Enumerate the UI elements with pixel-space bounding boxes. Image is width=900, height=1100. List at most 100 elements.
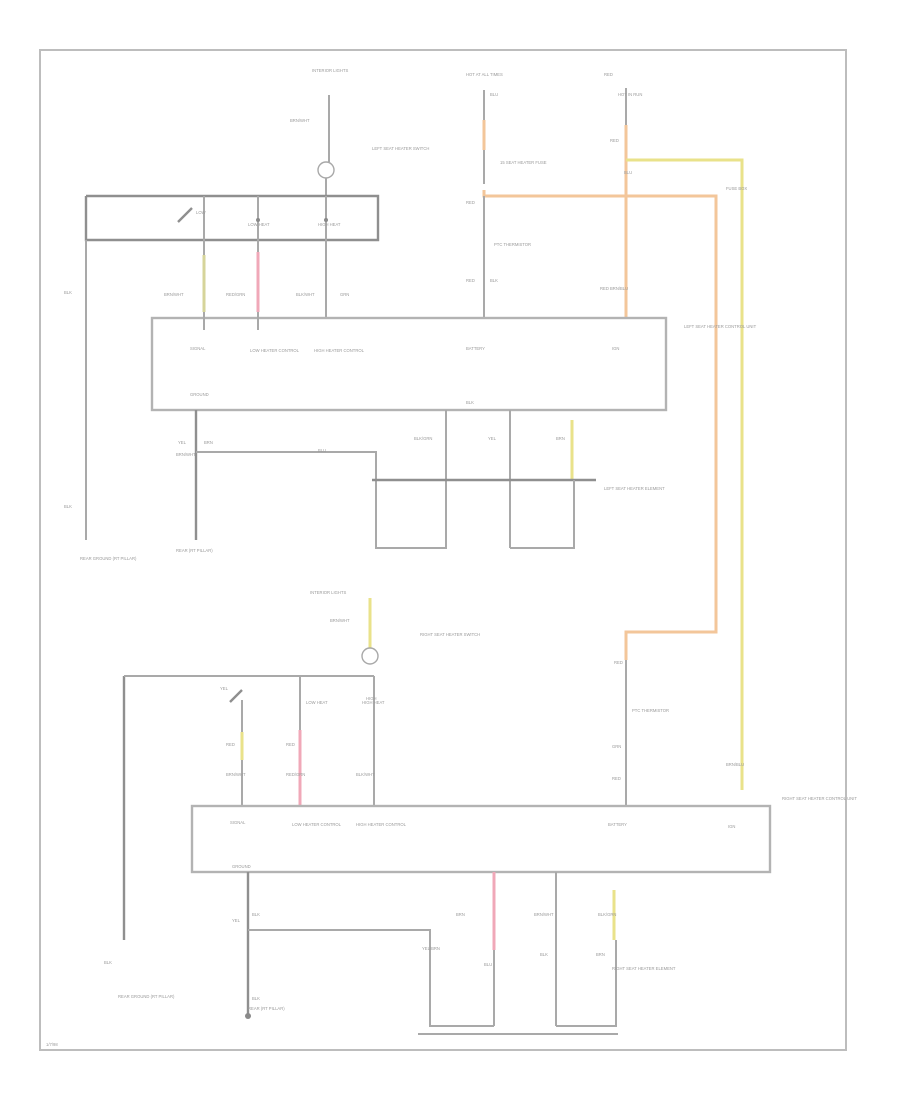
right-switch-lamp-icon bbox=[361, 647, 379, 665]
component-label: BRN/BLU bbox=[726, 762, 744, 767]
component-label: BRN/WHT bbox=[330, 618, 350, 623]
right-ign-feed-yellow bbox=[626, 158, 744, 790]
component-label: BLU bbox=[490, 92, 498, 97]
component-label: BLK bbox=[252, 996, 260, 1001]
component-label: HIGH HEATER CONTROL bbox=[356, 822, 407, 827]
left-element-loop bbox=[510, 480, 575, 549]
component-label: RED bbox=[466, 200, 475, 205]
component-label: BRN bbox=[456, 912, 465, 917]
component-label: 15 SEAT HEATER FUSE bbox=[500, 160, 547, 165]
left-switch-bus bbox=[84, 194, 380, 242]
component-label: BLK bbox=[64, 290, 72, 295]
component-label: BLK bbox=[104, 960, 112, 965]
component-label: REAR (RT PILLAR) bbox=[176, 548, 213, 553]
component-label: BLU bbox=[484, 962, 492, 967]
component-label: BRN/WHT bbox=[226, 772, 246, 777]
component-label: PTC THERMISTOR bbox=[494, 242, 531, 247]
component-label: YEL bbox=[488, 436, 497, 441]
left-unit-output-bus bbox=[196, 451, 447, 549]
right-unit-output-bus bbox=[248, 929, 494, 1027]
component-label: LEFT SEAT HEATER SWITCH bbox=[372, 146, 429, 151]
left-switch-lamp-icon bbox=[317, 161, 335, 179]
component-label: BLK bbox=[540, 952, 548, 957]
component-label: RIGHT SEAT HEATER SWITCH bbox=[420, 632, 480, 637]
component-label: INTERIOR LIGHTS bbox=[312, 68, 349, 73]
component-label: HIGH HEATER CONTROL bbox=[314, 348, 365, 353]
component-label: BATTERY bbox=[608, 822, 627, 827]
component-label: FUSE BOX bbox=[726, 186, 747, 191]
left-switch-lever-icon bbox=[177, 207, 193, 223]
component-label: YEL bbox=[178, 440, 187, 445]
component-label: BRN/WHT bbox=[534, 912, 554, 917]
component-label: BRN/WHT bbox=[164, 292, 184, 297]
right-seat-heater-element bbox=[556, 940, 617, 1027]
component-label: BLK bbox=[64, 504, 72, 509]
component-label: HOT IN RUN bbox=[618, 92, 642, 97]
component-label: LOW HEATER CONTROL bbox=[292, 822, 342, 827]
component-label: RED bbox=[226, 742, 235, 747]
component-label: BLK bbox=[490, 278, 498, 283]
component-label: BRN/WHT bbox=[176, 452, 196, 457]
right-switch-lever-icon bbox=[229, 689, 243, 703]
component-label: YEL bbox=[232, 918, 241, 923]
component-label: HIGH bbox=[366, 696, 376, 701]
component-label: RED bbox=[466, 278, 475, 283]
component-label: HIGH HEAT bbox=[318, 222, 341, 227]
component-label: GROUND bbox=[232, 864, 251, 869]
footer-code: 1/7/98 bbox=[46, 1042, 58, 1047]
left-switch-node-1 bbox=[256, 218, 260, 222]
component-label: BLK bbox=[252, 912, 260, 917]
component-label: IGN bbox=[728, 824, 735, 829]
component-label: REAR (RT PILLAR) bbox=[248, 1006, 285, 1011]
component-label: GROUND bbox=[190, 392, 209, 397]
component-label: BATTERY bbox=[466, 346, 485, 351]
component-label: BRN bbox=[204, 440, 213, 445]
component-label: BLU bbox=[318, 448, 326, 453]
component-label: RIGHT SEAT HEATER CONTROL UNIT bbox=[782, 796, 857, 801]
component-label: RED bbox=[286, 742, 295, 747]
component-label: BLK/WHT bbox=[356, 772, 375, 777]
component-label: BRN bbox=[596, 952, 605, 957]
component-label: PTC THERMISTOR bbox=[632, 708, 669, 713]
component-label: YEL/BRN bbox=[422, 946, 440, 951]
component-label: IGN bbox=[612, 346, 619, 351]
component-label: BLK/GRN bbox=[414, 436, 432, 441]
component-label: BRN/WHT bbox=[290, 118, 310, 123]
component-label: RED bbox=[614, 660, 623, 665]
diagram-frame bbox=[39, 49, 847, 1051]
component-label: RED/GRN bbox=[226, 292, 245, 297]
component-labels: INTERIOR LIGHTS BRN/WHT LEFT SEAT HEATER S… bbox=[64, 68, 857, 1011]
component-label: RED bbox=[604, 72, 613, 77]
component-label: YEL bbox=[220, 686, 229, 691]
right-seat-heater-control-unit bbox=[190, 804, 772, 874]
left-battery-feed-orange bbox=[482, 190, 718, 660]
component-label: REAR GROUND (RT PILLAR) bbox=[80, 556, 137, 561]
component-label: HIGH HEAT bbox=[362, 700, 385, 705]
component-label: LOW bbox=[196, 210, 206, 215]
component-label: LOW HEATER CONTROL bbox=[250, 348, 300, 353]
component-label: INTERIOR LIGHTS bbox=[310, 590, 347, 595]
component-label: BLK/GRN bbox=[598, 912, 616, 917]
component-label: LOW HEAT bbox=[306, 700, 328, 705]
left-seat-heater-control-unit bbox=[150, 316, 668, 412]
component-label: REAR GROUND (RT PILLAR) bbox=[118, 994, 175, 999]
component-label: GRN bbox=[340, 292, 349, 297]
component-label: HOT AT ALL TIMES bbox=[466, 72, 503, 77]
component-label: BLK bbox=[466, 400, 474, 405]
left-switch-node-2 bbox=[324, 218, 328, 222]
component-label: RED bbox=[612, 776, 621, 781]
right-ground-point-icon bbox=[245, 1013, 251, 1019]
component-label: BRN bbox=[556, 436, 565, 441]
component-label: LOW HEAT bbox=[248, 222, 270, 227]
component-label: LEFT SEAT HEATER CONTROL UNIT bbox=[684, 324, 757, 329]
component-label: BLU bbox=[624, 170, 632, 175]
component-label: GRN bbox=[612, 744, 621, 749]
component-label: RED bbox=[600, 286, 609, 291]
component-label: SIGNAL bbox=[190, 346, 206, 351]
component-label: BLK/WHT bbox=[296, 292, 315, 297]
component-label: RED bbox=[610, 138, 619, 143]
component-label: RED/GRN bbox=[286, 772, 305, 777]
component-label: SIGNAL bbox=[230, 820, 246, 825]
component-label: LEFT SEAT HEATER ELEMENT bbox=[604, 486, 665, 491]
